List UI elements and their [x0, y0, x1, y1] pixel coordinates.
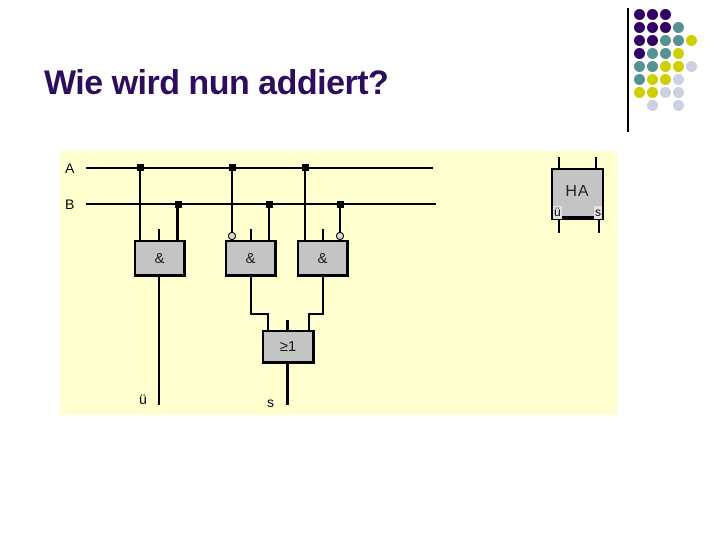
- ornament-dot: [646, 86, 658, 98]
- ha-block: HA ü s: [551, 168, 604, 220]
- and-gate-1-label: &: [154, 249, 165, 267]
- ornament-dot: [672, 34, 684, 46]
- ornament-vertical-line: [627, 8, 629, 132]
- gate2-out-v1: [250, 277, 252, 315]
- ornament-dot: [633, 60, 645, 72]
- ornament-dot: [646, 99, 658, 111]
- stub-gate3: [322, 229, 324, 240]
- ornament-dot: [672, 47, 684, 59]
- wire-sum-out: [286, 364, 289, 405]
- drop-a-gate1: [139, 168, 141, 240]
- wire-carry-out: [158, 277, 160, 405]
- input-label-b: B: [65, 196, 75, 212]
- ornament-dot: [659, 8, 671, 20]
- ha-pin-top-right: [595, 157, 597, 168]
- stub-or-gate: [286, 320, 289, 330]
- ornament-dot: [646, 21, 658, 33]
- input-label-a: A: [65, 160, 75, 176]
- ornament-dot: [659, 47, 671, 59]
- ornament-dot: [685, 60, 697, 72]
- gate3-out-h: [308, 313, 324, 315]
- junction-a2: [229, 164, 236, 171]
- ha-pin-bottom-left: [558, 220, 560, 233]
- ornament-dot: [672, 73, 684, 85]
- inverter-bubble-gate3: [336, 232, 344, 240]
- ha-block-title: HA: [565, 183, 590, 200]
- gate2-out-v2: [267, 313, 269, 331]
- stub-gate2: [250, 229, 252, 240]
- ornament-dot: [633, 21, 645, 33]
- ornament-dot: [646, 60, 658, 72]
- ornament-dot: [646, 8, 658, 20]
- slide-title: Wie wird nun addiert?: [44, 64, 389, 102]
- and-gate-3: &: [297, 240, 349, 277]
- ornament-dot: [633, 86, 645, 98]
- ornament-dot: [672, 99, 684, 111]
- junction-a1: [137, 164, 144, 171]
- ha-out-label-sum: s: [594, 205, 602, 219]
- ornament-dot: [646, 47, 658, 59]
- ornament-dot: [633, 8, 645, 20]
- junction-a3: [302, 164, 309, 171]
- ornament-dot: [646, 73, 658, 85]
- and-gate-2-label: &: [245, 249, 256, 267]
- ha-pin-top-left: [558, 157, 560, 168]
- wire-b: [86, 203, 436, 205]
- ornament-dot: [633, 47, 645, 59]
- and-gate-3-label: &: [317, 249, 328, 267]
- and-gate-2: &: [225, 240, 277, 277]
- stub-gate1: [158, 229, 160, 240]
- ornament-dot: [659, 86, 671, 98]
- drop-a-gate3: [304, 168, 306, 240]
- half-adder-diagram: A B & & &: [60, 151, 617, 415]
- ornament-dot: [659, 34, 671, 46]
- or-gate-label: ≥1: [279, 338, 297, 355]
- ornament-dot: [659, 21, 671, 33]
- gate3-out-v1: [322, 277, 324, 315]
- output-label-carry: ü: [139, 391, 147, 407]
- ornament-dot: [685, 34, 697, 46]
- wire-a: [86, 167, 433, 169]
- ha-pin-bottom-right: [598, 220, 600, 233]
- ornament-dot: [672, 86, 684, 98]
- ornament-dot: [672, 21, 684, 33]
- drop-b-gate1: [176, 204, 179, 240]
- or-gate: ≥1: [262, 330, 315, 364]
- drop-b-gate2: [268, 204, 270, 240]
- drop-a-gate2: [231, 168, 233, 233]
- gate2-out-h: [250, 313, 269, 315]
- ha-out-label-carry: ü: [553, 205, 562, 219]
- output-label-sum: s: [267, 394, 274, 410]
- ornament-dot: [672, 60, 684, 72]
- inverter-bubble-gate2: [228, 232, 236, 240]
- ornament-dot: [659, 60, 671, 72]
- and-gate-1: &: [134, 240, 186, 277]
- ornament-dot: [633, 73, 645, 85]
- drop-b-gate3: [339, 204, 341, 233]
- ornament-dot: [633, 34, 645, 46]
- ornament-dot: [646, 34, 658, 46]
- ornament-dot: [659, 73, 671, 85]
- gate3-out-v2: [308, 313, 310, 331]
